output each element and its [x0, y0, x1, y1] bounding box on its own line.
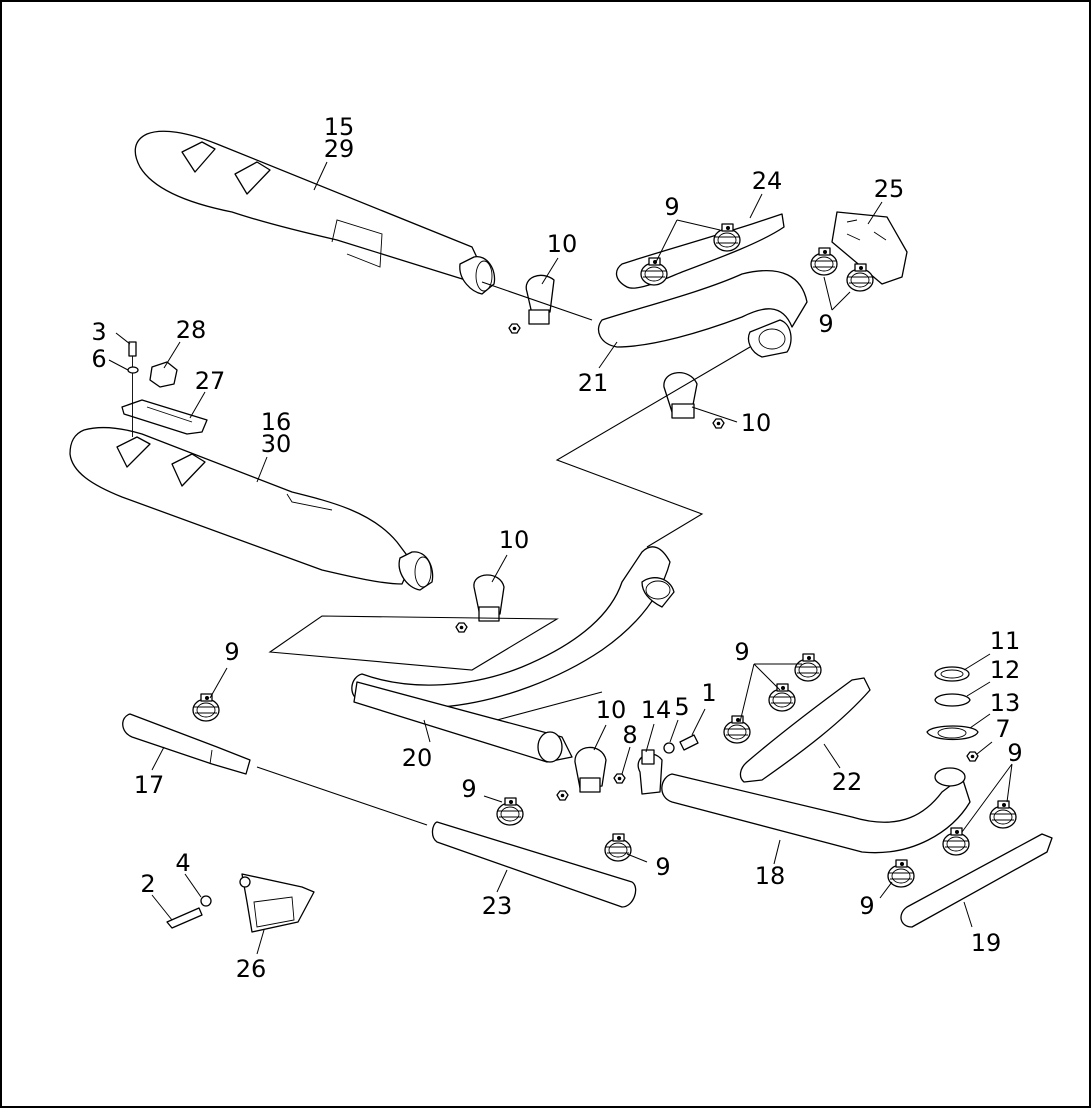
muffler-clamp-front — [556, 746, 607, 801]
callout-8: 8 — [622, 721, 637, 749]
callout-9: 9 — [734, 638, 749, 666]
mount-bracket — [121, 341, 208, 437]
callout-7: 7 — [995, 715, 1010, 743]
leader-lines — [108, 161, 1013, 955]
pipe-clamp-14 — [637, 749, 663, 795]
callout-1: 1 — [701, 679, 716, 707]
nut-7 — [966, 751, 979, 762]
callout-10: 10 — [741, 409, 772, 437]
callout-11: 11 — [990, 627, 1021, 655]
gasket-11 — [934, 666, 970, 682]
callout-20: 20 — [402, 744, 433, 772]
callout-28: 28 — [176, 316, 207, 344]
callout-6: 6 — [91, 345, 106, 373]
callout-18: 18 — [755, 862, 786, 890]
callout-9: 9 — [818, 310, 833, 338]
callout-24: 24 — [752, 167, 783, 195]
callout-10: 10 — [547, 230, 578, 258]
callout-29: 29 — [324, 135, 355, 163]
muffler-clamp-mid — [663, 372, 725, 429]
callout-5: 5 — [674, 693, 689, 721]
callout-4: 4 — [175, 849, 190, 877]
flange-13 — [926, 725, 979, 741]
callout-19: 19 — [971, 929, 1002, 957]
callout-9: 9 — [461, 775, 476, 803]
callout-13: 13 — [990, 689, 1021, 717]
rear-head-pipe — [597, 213, 808, 358]
callout-26: 26 — [236, 955, 267, 983]
retaining-ring-12 — [934, 693, 971, 707]
callout-9: 9 — [224, 638, 239, 666]
callout-27: 27 — [195, 367, 226, 395]
callout-17: 17 — [134, 771, 165, 799]
callout-22: 22 — [832, 768, 863, 796]
callout-16: 16 — [261, 408, 292, 436]
callout-3: 3 — [91, 318, 106, 346]
heat-shield-17 — [122, 713, 251, 775]
crossover-pipe — [661, 767, 971, 854]
callout-9: 9 — [1007, 739, 1022, 767]
bolt-1 — [679, 734, 699, 751]
callout-9: 9 — [859, 892, 874, 920]
heat-shield-19 — [900, 833, 1053, 928]
callout-23: 23 — [482, 892, 513, 920]
callout-30: 30 — [261, 430, 292, 458]
bracket-26 — [239, 873, 315, 933]
heat-shield-25 — [831, 211, 908, 285]
upper-muffler — [134, 130, 496, 295]
callout-2: 2 — [140, 870, 155, 898]
callout-9: 9 — [655, 853, 670, 881]
washer-4 — [200, 895, 212, 907]
callout-12: 12 — [990, 656, 1021, 684]
washer-5 — [663, 742, 675, 754]
nut-8 — [613, 773, 626, 784]
lower-muffler — [69, 426, 434, 591]
callout-15: 15 — [324, 113, 355, 141]
callout-labels: 15 29 9 24 25 10 9 3 28 6 21 27 10 16 30… — [91, 113, 1022, 983]
heat-shield-23 — [431, 821, 637, 908]
muffler-clamp-lower — [455, 574, 505, 633]
callout-9: 9 — [664, 193, 679, 221]
heat-shield-22 — [739, 677, 871, 783]
routing-lines — [256, 281, 751, 826]
callout-25: 25 — [874, 175, 905, 203]
bolt-2 — [166, 907, 203, 929]
callout-14: 14 — [641, 696, 672, 724]
callout-21: 21 — [578, 369, 609, 397]
callout-10: 10 — [499, 526, 530, 554]
callout-10: 10 — [596, 696, 627, 724]
front-head-pipe — [351, 546, 675, 763]
